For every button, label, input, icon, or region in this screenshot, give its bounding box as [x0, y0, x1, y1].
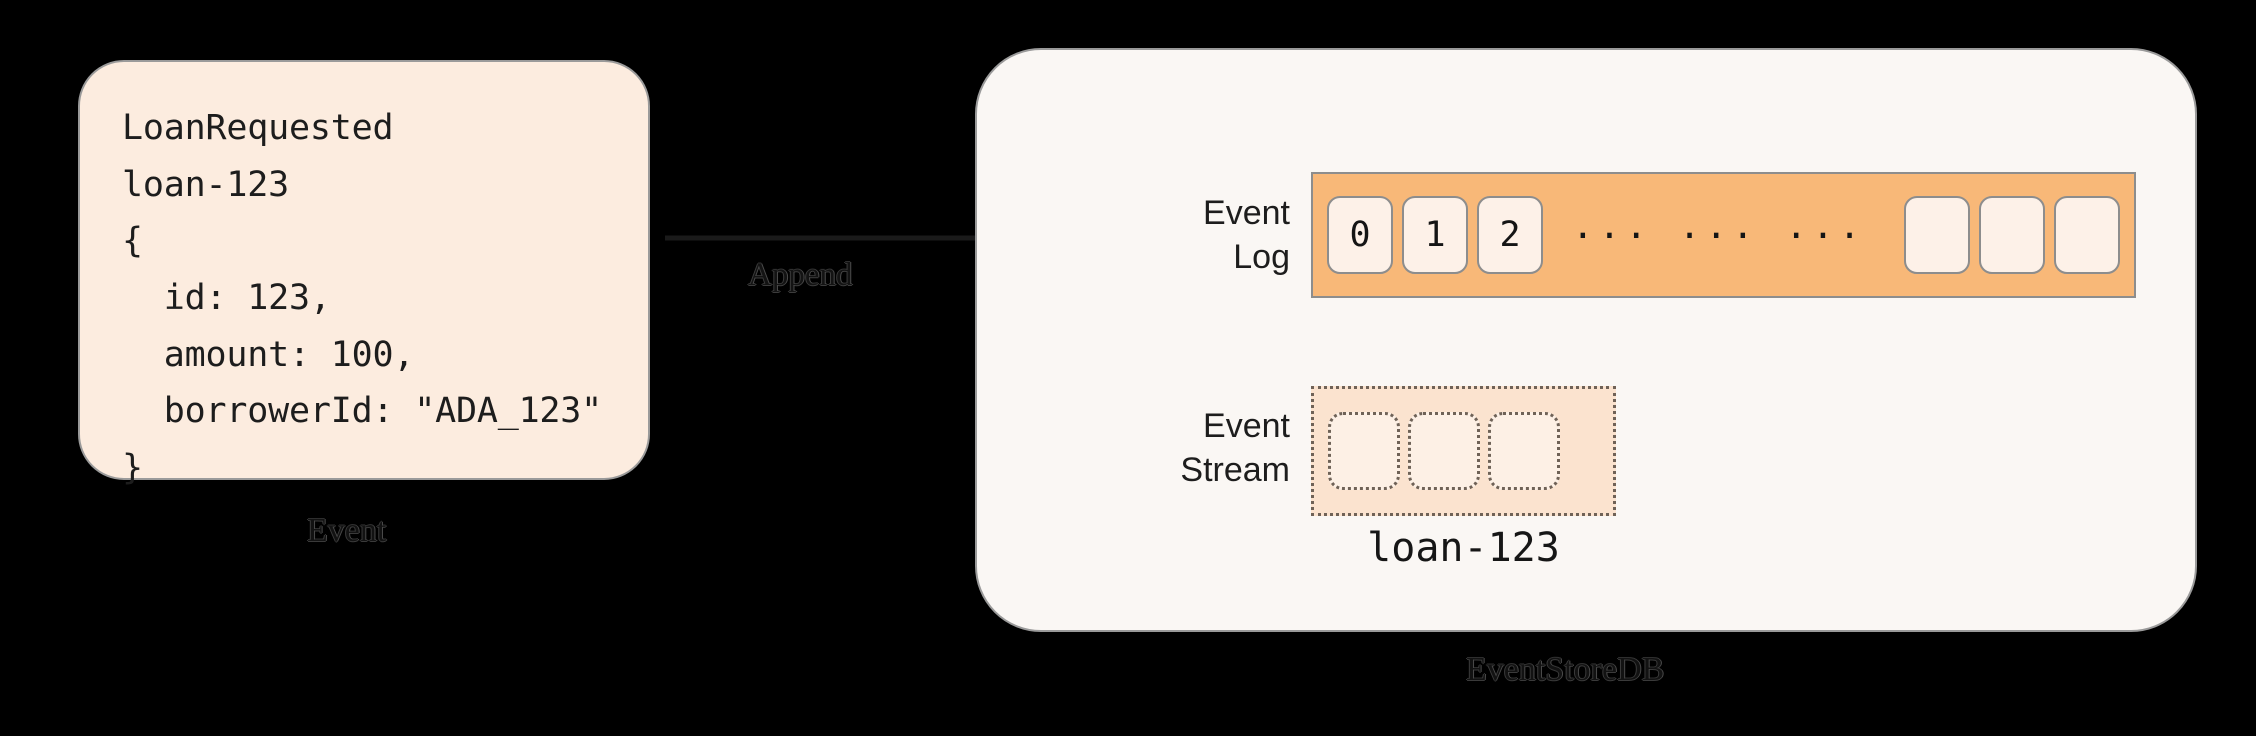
- event-log-label: Event Log: [1203, 194, 1290, 276]
- event-log-cell-empty[interactable]: [2054, 196, 2120, 274]
- event-log-ellipsis: ... ... ...: [1572, 206, 1866, 247]
- event-log-cell-empty[interactable]: [1979, 196, 2045, 274]
- event-stream-cell[interactable]: [1328, 412, 1400, 490]
- eventstoredb-caption: EventStoreDB: [1466, 651, 1665, 688]
- event-log-bar: 0 1 2 ... ... ...: [1311, 172, 2136, 298]
- event-log-cell[interactable]: 0: [1327, 196, 1393, 274]
- event-stream-label: Event Stream: [1180, 407, 1290, 489]
- event-log-cell-empty[interactable]: [1904, 196, 1970, 274]
- event-stream-box: [1311, 386, 1616, 516]
- append-arrow-label: Append: [748, 257, 853, 293]
- event-card: LoanRequested loan-123 { id: 123, amount…: [78, 60, 650, 488]
- event-log-cell[interactable]: 2: [1477, 196, 1543, 274]
- event-log-cell[interactable]: 1: [1402, 196, 1468, 274]
- eventstoredb-container: [975, 48, 2197, 632]
- event-stream-cell[interactable]: [1408, 412, 1480, 490]
- event-card-caption: Event: [307, 512, 387, 549]
- event-payload-code: LoanRequested loan-123 { id: 123, amount…: [122, 108, 603, 489]
- event-stream-name: loan-123: [1367, 525, 1560, 571]
- event-stream-cell[interactable]: [1488, 412, 1560, 490]
